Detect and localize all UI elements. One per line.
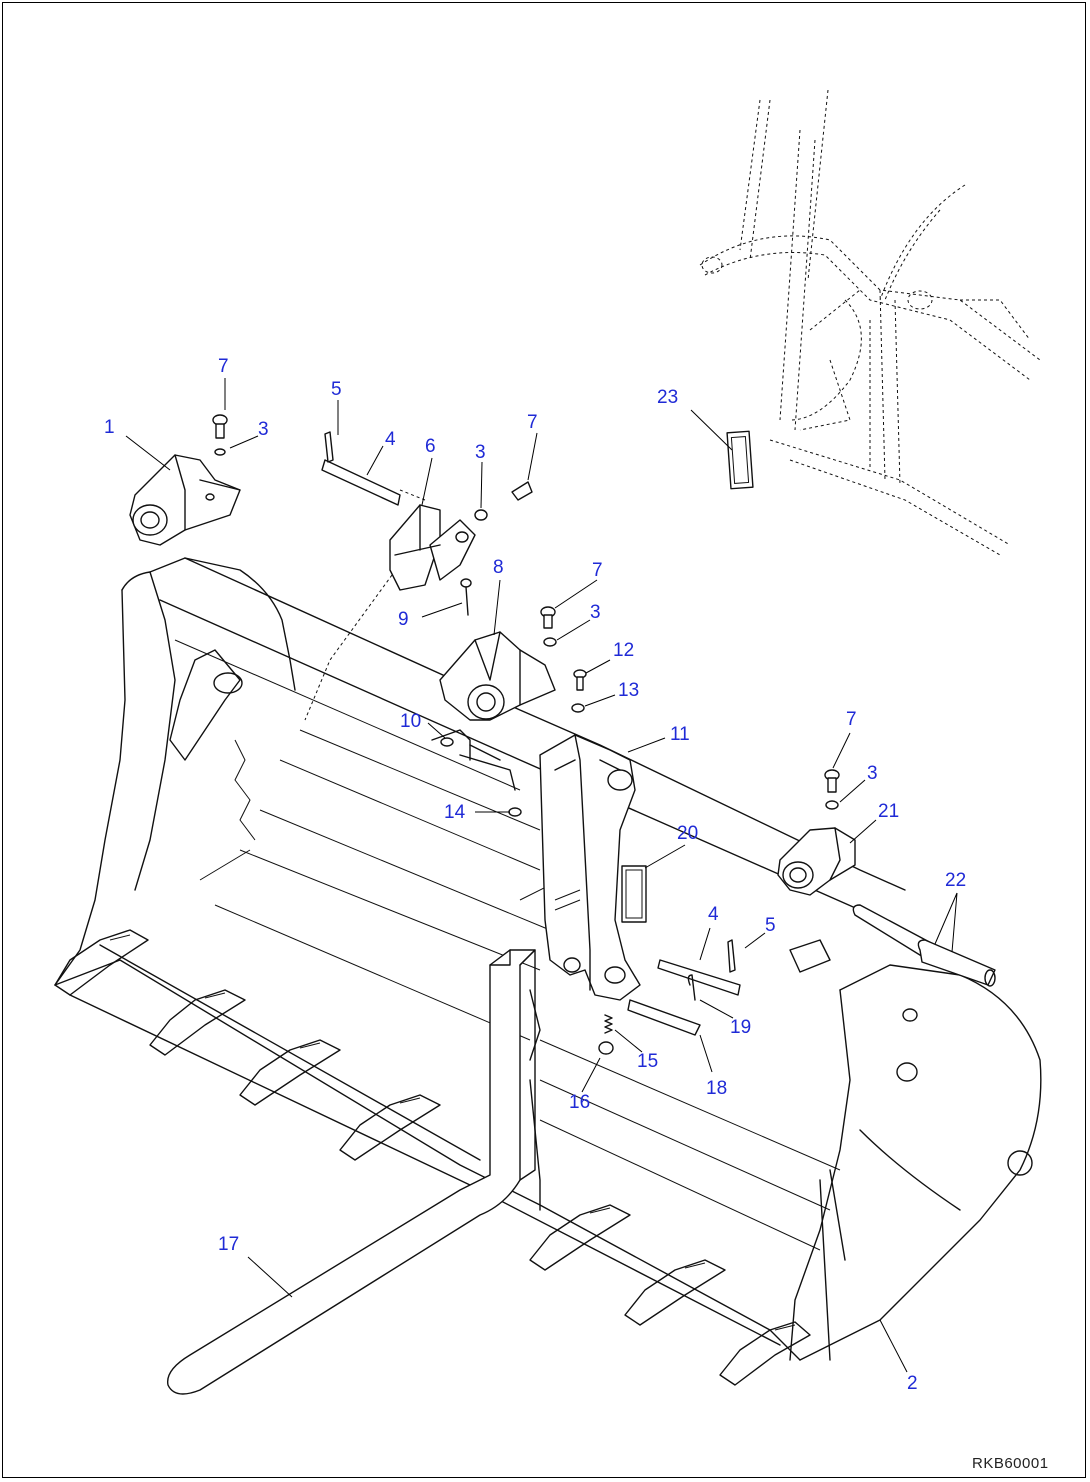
- callout-19: 19: [730, 1017, 751, 1038]
- callout-11: 11: [670, 724, 690, 745]
- fasteners: [212, 414, 840, 1055]
- bracket-1: [129, 454, 241, 546]
- callout-4: 4: [385, 429, 396, 450]
- callout-16: 16: [569, 1092, 590, 1113]
- callout-13: 13: [618, 680, 639, 701]
- callout-7: 7: [218, 356, 229, 377]
- fork-arm: [539, 734, 647, 1001]
- callout-21: 21: [878, 801, 899, 822]
- callout-5: 5: [765, 915, 776, 936]
- callout-4: 4: [708, 904, 719, 925]
- callout-3: 3: [475, 442, 486, 463]
- callout-18: 18: [706, 1078, 727, 1099]
- callout-3: 3: [258, 419, 269, 440]
- bracket-21: [777, 827, 856, 896]
- bracket-6: [389, 504, 476, 591]
- callout-5: 5: [331, 379, 342, 400]
- callout-7: 7: [527, 412, 538, 433]
- leader-lines: [125, 378, 958, 1373]
- callout-6: 6: [425, 436, 436, 457]
- callout-2: 2: [907, 1373, 918, 1394]
- callout-7: 7: [592, 560, 603, 581]
- callout-22: 22: [945, 870, 966, 891]
- callout-8: 8: [493, 557, 504, 578]
- callout-1: 1: [104, 417, 115, 438]
- bucket-teeth: [54, 929, 811, 1386]
- callout-3: 3: [590, 602, 601, 623]
- callout-3: 3: [867, 763, 878, 784]
- pins: [321, 431, 996, 1036]
- figure-id: RKB60001: [972, 1455, 1049, 1472]
- bracket-8: [439, 631, 556, 721]
- callout-14: 14: [444, 802, 466, 823]
- callout-9: 9: [398, 609, 409, 630]
- callout-10: 10: [400, 711, 421, 732]
- callout-23: 23: [657, 387, 678, 408]
- fork-tine: [166, 949, 536, 1395]
- callout-labels: 1 2 3 3 3 3 4 4 5 5 6 7 7 7 7 8 9 10 11 …: [104, 356, 966, 1394]
- machine-outline: [699, 89, 1041, 556]
- callout-20: 20: [677, 823, 698, 844]
- label-plate-23: [726, 430, 754, 490]
- callout-15: 15: [637, 1051, 658, 1072]
- callout-17: 17: [218, 1234, 239, 1255]
- callout-12: 12: [613, 640, 634, 661]
- callout-7: 7: [846, 709, 857, 730]
